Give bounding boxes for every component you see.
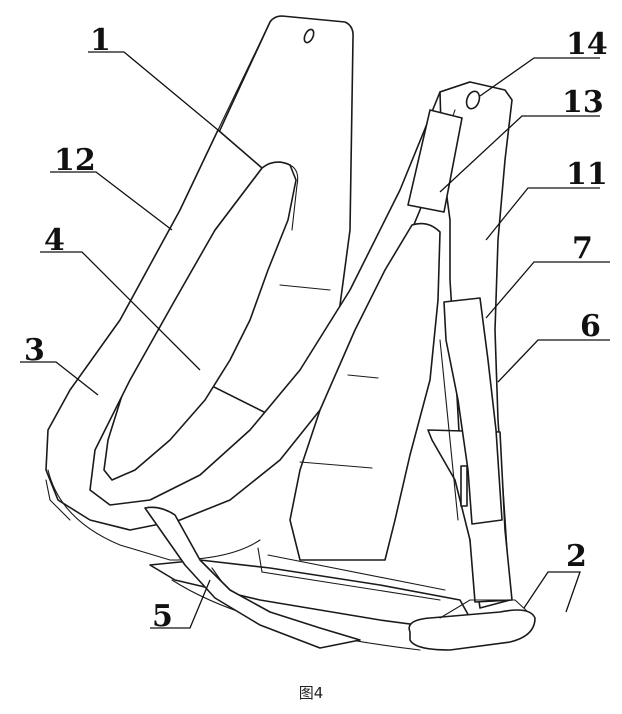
callout-4: 4 <box>44 223 65 258</box>
adjuster-slot <box>460 465 468 507</box>
inner-cushion-4 <box>103 161 299 481</box>
callout-7: 7 <box>572 231 593 266</box>
callout-14: 14 <box>566 27 608 62</box>
callout-5: 5 <box>152 599 173 634</box>
callout-12: 12 <box>54 143 96 178</box>
callout-13: 13 <box>562 85 604 120</box>
callout-numbers: 1 12 4 3 5 2 6 7 11 13 14 <box>24 23 608 634</box>
inner-back-wall <box>279 222 441 561</box>
figure-caption: 图4 <box>299 684 324 702</box>
mounting-hole-upper-right <box>465 90 481 110</box>
leader-lines <box>20 51 610 629</box>
callout-1: 1 <box>90 23 111 58</box>
callout-3: 3 <box>24 333 45 368</box>
mounting-hole-upper-left <box>303 28 315 44</box>
foot-piece-2 <box>408 599 536 651</box>
callout-11: 11 <box>566 157 608 192</box>
callout-2: 2 <box>566 539 587 574</box>
strap-5 <box>144 506 361 649</box>
callout-6: 6 <box>580 309 601 344</box>
plate-13 <box>407 109 463 213</box>
adjuster-7 <box>443 297 503 525</box>
